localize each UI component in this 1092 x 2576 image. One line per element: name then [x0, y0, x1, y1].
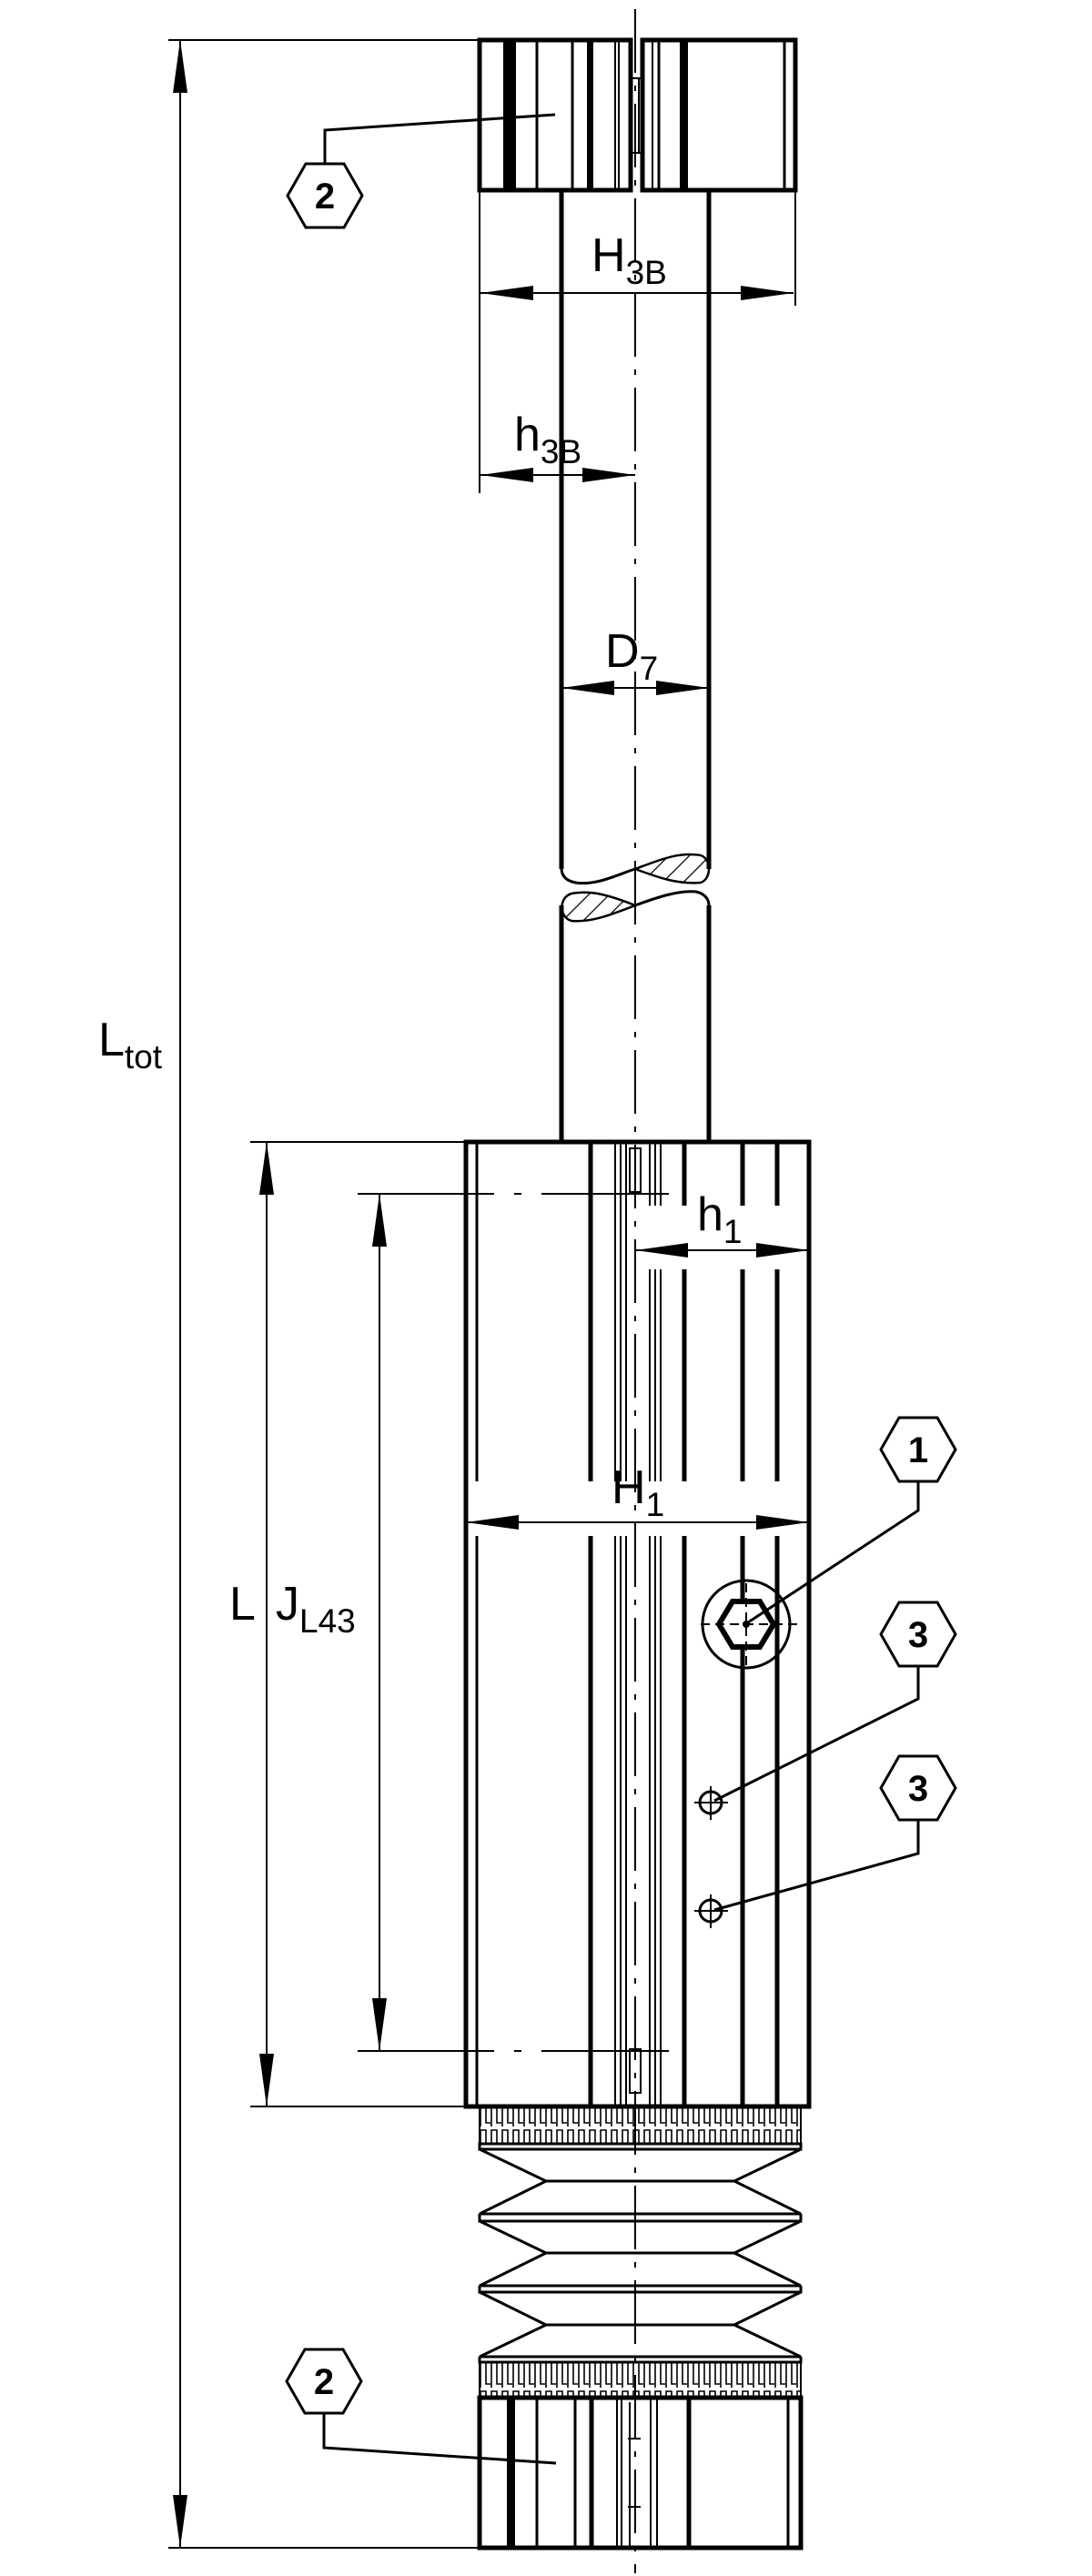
dim-label-h1-lower: h1: [697, 1188, 743, 1250]
balloon-port-upper: 3: [713, 1601, 957, 1803]
arrowhead-icon: [756, 1243, 809, 1258]
arrowhead-icon: [173, 40, 187, 93]
top-rod-end-head: [477, 37, 798, 193]
arrowhead-icon: [259, 2054, 274, 2106]
dimension-arrows: [173, 40, 809, 2548]
dim-label-l: L: [229, 1578, 256, 1631]
arrowhead-icon: [656, 681, 709, 695]
arrowhead-icon: [480, 468, 533, 482]
arrowhead-icon: [582, 468, 635, 482]
balloon-port-lower: 3: [713, 1754, 957, 1912]
arrowhead-icon: [741, 286, 794, 300]
port-upper-icon: [694, 1786, 728, 1820]
svg-text:3: 3: [908, 1615, 928, 1655]
port-lower-icon: [694, 1894, 728, 1928]
arrowhead-icon: [372, 1998, 387, 2051]
arrowhead-icon: [561, 681, 614, 695]
arrowhead-icon: [635, 1243, 688, 1258]
svg-text:2: 2: [315, 177, 335, 217]
balloon-top-head: 2: [286, 113, 556, 229]
arrowhead-icon: [466, 1515, 519, 1530]
dim-label-h3b-lower: h3B: [514, 409, 581, 470]
dim-label-h1-upper: H1: [612, 1461, 664, 1523]
dim-label-d7: D7: [605, 625, 658, 687]
arrowhead-icon: [173, 2495, 187, 2548]
svg-text:3: 3: [908, 1769, 928, 1809]
arrowhead-icon: [756, 1515, 809, 1530]
balloon-bottom-head: 2: [285, 2348, 557, 2465]
dim-label-ltot: Ltot: [98, 1014, 163, 1076]
bellows: [478, 2106, 803, 2399]
bottom-rod-end-head: [477, 2395, 804, 2551]
dim-label-jl43: JL43: [276, 1578, 356, 1640]
arrowhead-icon: [480, 286, 533, 300]
arrowhead-icon: [259, 1142, 274, 1195]
arrowhead-icon: [372, 1194, 387, 1247]
svg-text:2: 2: [314, 2362, 334, 2402]
balloon-bolt: 1: [747, 1416, 957, 1624]
dimension-lines: [168, 39, 809, 2549]
bolt-icon: [701, 1579, 801, 1670]
dim-label-h3b-upper: H3B: [592, 229, 667, 291]
svg-text:1: 1: [908, 1430, 928, 1470]
piston-rod: [559, 190, 712, 1142]
